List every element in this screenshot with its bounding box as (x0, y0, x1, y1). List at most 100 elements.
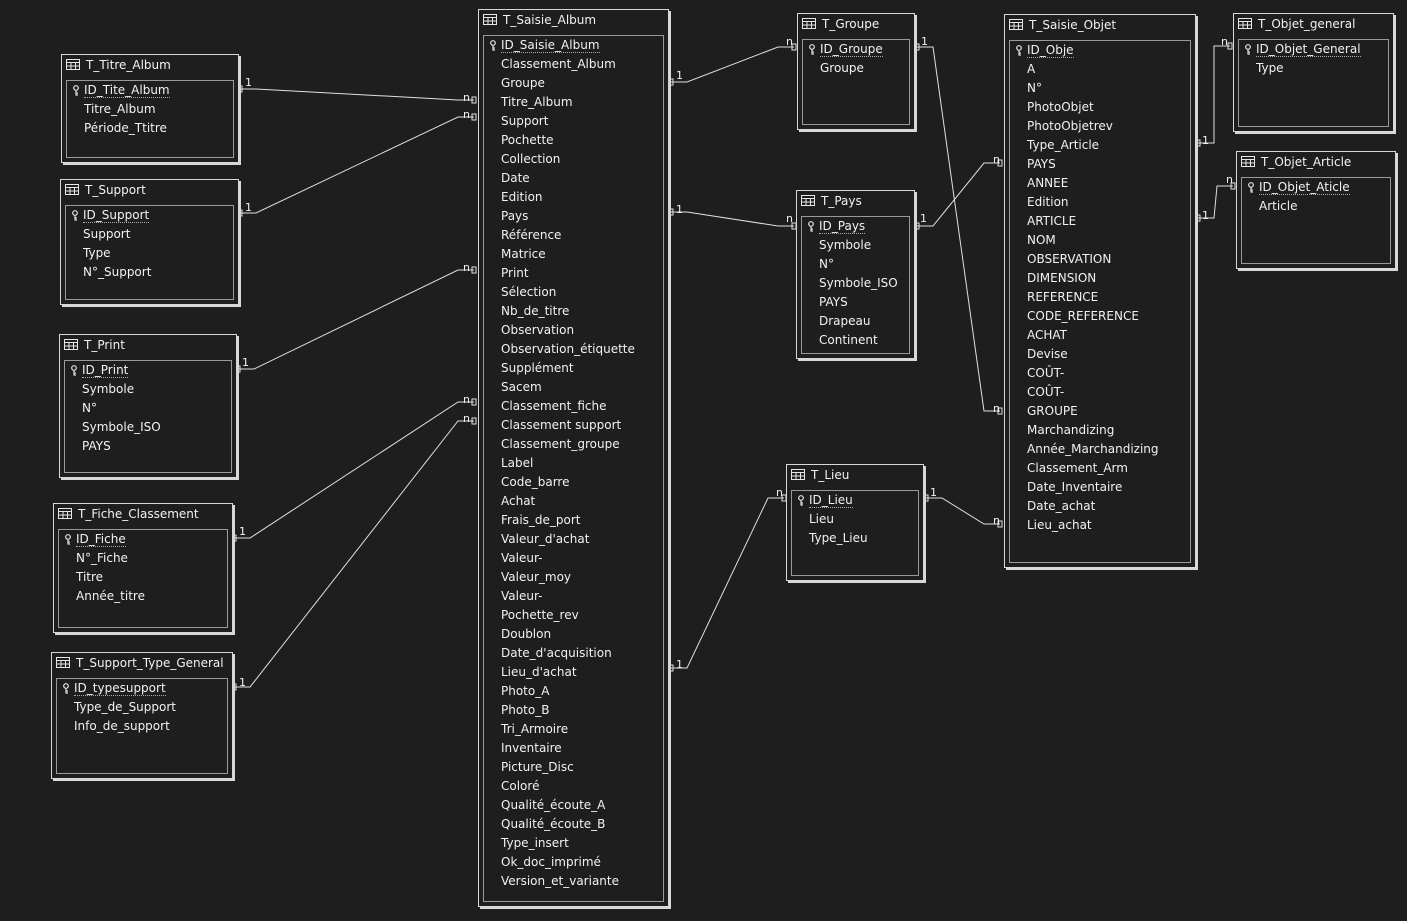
primary-key-field[interactable]: ID_Pays (802, 217, 909, 236)
field-item[interactable]: Collection (484, 150, 663, 169)
field-item[interactable]: Info_de_support (57, 717, 227, 736)
relationship-line[interactable] (914, 43, 1003, 415)
primary-key-field[interactable]: ID_Objet_General (1239, 40, 1388, 59)
table-title[interactable]: T_Support_Type_General (52, 653, 232, 673)
field-item[interactable]: Photo_A (484, 682, 663, 701)
primary-key-field[interactable]: ID_Print (65, 361, 231, 380)
field-item[interactable]: Symbole_ISO (802, 274, 909, 293)
field-item[interactable]: Frais_de_port (484, 511, 663, 530)
field-item[interactable]: Année_titre (59, 587, 227, 606)
field-item[interactable]: Date (484, 169, 663, 188)
field-item[interactable]: N° (1010, 79, 1190, 98)
field-item[interactable]: Type_Article (1010, 136, 1190, 155)
field-item[interactable]: Valeur- (484, 587, 663, 606)
field-item[interactable]: Ok_doc_imprimé (484, 853, 663, 872)
field-item[interactable]: Edition (1010, 193, 1190, 212)
field-item[interactable]: Pays (484, 207, 663, 226)
relationship-line[interactable] (237, 85, 477, 104)
field-item[interactable]: Titre (59, 568, 227, 587)
field-item[interactable]: Drapeau (802, 312, 909, 331)
field-item[interactable]: N°_Support (66, 263, 233, 282)
field-item[interactable]: Lieu_achat (1010, 516, 1190, 535)
field-item[interactable]: Article (1242, 197, 1390, 216)
field-item[interactable]: COÛT- (1010, 383, 1190, 402)
field-item[interactable]: Type (1239, 59, 1388, 78)
field-item[interactable]: Sacem (484, 378, 663, 397)
field-item[interactable]: Lieu_d'achat (484, 663, 663, 682)
field-item[interactable]: Titre_Album (484, 93, 663, 112)
primary-key-field[interactable]: ID_Fiche (59, 530, 227, 549)
relationship-line[interactable] (1195, 42, 1233, 147)
field-item[interactable]: Code_barre (484, 473, 663, 492)
primary-key-field[interactable]: ID_typesupport (57, 679, 227, 698)
field-item[interactable]: Classement support (484, 416, 663, 435)
field-item[interactable]: PAYS (1010, 155, 1190, 174)
field-item[interactable]: ACHAT (1010, 326, 1190, 345)
primary-key-field[interactable]: ID_Groupe (803, 40, 909, 59)
field-item[interactable]: N° (802, 255, 909, 274)
field-item[interactable]: Classement_Arm (1010, 459, 1190, 478)
field-item[interactable]: Type_de_Support (57, 698, 227, 717)
table-title[interactable]: T_Saisie_Album (479, 10, 668, 30)
field-item[interactable]: Nb_de_titre (484, 302, 663, 321)
field-item[interactable]: Date_d'acquisition (484, 644, 663, 663)
field-item[interactable]: NOM (1010, 231, 1190, 250)
field-item[interactable]: N°_Fiche (59, 549, 227, 568)
field-item[interactable]: ARTICLE (1010, 212, 1190, 231)
field-item[interactable]: Qualité_écoute_A (484, 796, 663, 815)
table-title[interactable]: T_Objet_Article (1237, 152, 1395, 172)
field-item[interactable]: Période_Ttitre (67, 119, 233, 138)
field-item[interactable]: Symbole_ISO (65, 418, 231, 437)
field-item[interactable]: Type (66, 244, 233, 263)
field-item[interactable]: Marchandizing (1010, 421, 1190, 440)
field-item[interactable]: Doublon (484, 625, 663, 644)
relationship-line[interactable] (914, 159, 1003, 230)
table-title[interactable]: T_Pays (797, 191, 914, 211)
field-item[interactable]: Support (484, 112, 663, 131)
field-item[interactable]: Année_Marchandizing (1010, 440, 1190, 459)
field-item[interactable]: Observation (484, 321, 663, 340)
field-item[interactable]: Pochette (484, 131, 663, 150)
field-item[interactable]: Pochette_rev (484, 606, 663, 625)
field-item[interactable]: Version_et_variante (484, 872, 663, 891)
field-item[interactable]: Valeur_moy (484, 568, 663, 587)
field-item[interactable]: Référence (484, 226, 663, 245)
field-item[interactable]: Support (66, 225, 233, 244)
field-item[interactable]: Symbole (802, 236, 909, 255)
field-item[interactable]: Picture_Disc (484, 758, 663, 777)
relationship-line[interactable] (231, 417, 477, 691)
field-item[interactable]: PhotoObjetrev (1010, 117, 1190, 136)
field-item[interactable]: GROUPE (1010, 402, 1190, 421)
field-item[interactable]: COÛT- (1010, 364, 1190, 383)
field-item[interactable]: N° (65, 399, 231, 418)
primary-key-field[interactable]: ID_Saisie_Album (484, 36, 663, 55)
table-title[interactable]: T_Objet_general (1234, 14, 1393, 34)
field-item[interactable]: Groupe (803, 59, 909, 78)
relationship-line[interactable] (231, 398, 477, 542)
field-item[interactable]: Tri_Armoire (484, 720, 663, 739)
field-item[interactable]: OBSERVATION (1010, 250, 1190, 269)
field-item[interactable]: Observation_étiquette (484, 340, 663, 359)
field-item[interactable]: Groupe (484, 74, 663, 93)
field-item[interactable]: Supplément (484, 359, 663, 378)
field-item[interactable]: Label (484, 454, 663, 473)
relationship-line[interactable] (235, 266, 477, 373)
table-title[interactable]: T_Groupe (798, 14, 914, 34)
field-item[interactable]: Classement_Album (484, 55, 663, 74)
field-item[interactable]: Edition (484, 188, 663, 207)
